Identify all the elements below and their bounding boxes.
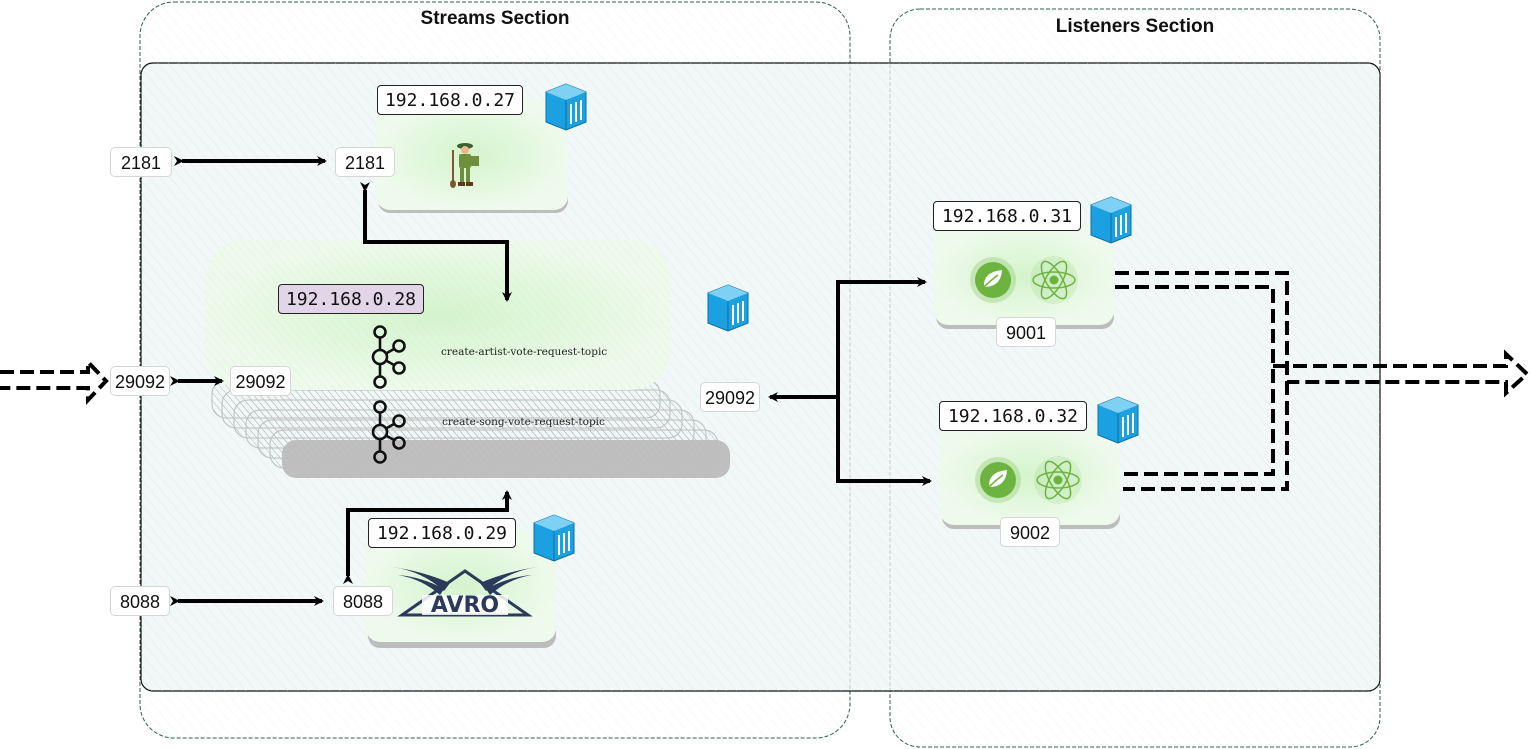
kafka-ip-label: 192.168.0.28 — [278, 284, 424, 314]
kafka-container-port: 29092 — [230, 366, 291, 396]
kafka-host-port: 29092 — [110, 366, 170, 396]
kafka-external-port: 29092 — [700, 382, 760, 412]
atom-icon — [1030, 256, 1078, 304]
zookeeper-host-port: 2181 — [110, 147, 172, 177]
listener-card-2 — [940, 425, 1120, 529]
container-icon — [545, 83, 587, 131]
spring-icon — [970, 257, 1016, 303]
avro-logo-text: AVRO — [431, 593, 499, 618]
spring-icon — [975, 457, 1021, 503]
atom-icon — [1034, 456, 1082, 504]
listener-2-ip-label: 192.168.0.32 — [939, 401, 1087, 431]
schema-registry-container-port: 8088 — [333, 586, 393, 616]
container-icon — [707, 284, 749, 332]
kafka-topic-icon — [371, 325, 406, 389]
schema-registry-host-port: 8088 — [110, 586, 170, 616]
zookeeper-ip-label: 192.168.0.27 — [377, 85, 523, 115]
container-icon — [1090, 196, 1132, 244]
inbound-flow-arrow — [0, 356, 109, 406]
outbound-flow-arrow — [1115, 271, 1530, 491]
kafka-topic-song: create-song-vote-request-topic — [442, 416, 605, 428]
container-icon — [1097, 396, 1139, 444]
schema-registry-ip-label: 192.168.0.29 — [368, 518, 516, 548]
streams-section-title: Streams Section — [420, 8, 570, 29]
kafka-topic-icon — [371, 400, 406, 464]
listeners-section-title: Listeners Section — [1055, 16, 1215, 37]
listener-1-port: 9001 — [996, 317, 1056, 347]
listener-card-1 — [934, 225, 1114, 329]
listener-2-port: 9002 — [1000, 517, 1060, 547]
kafka-topic-artist: create-artist-vote-request-topic — [441, 346, 608, 358]
listener-1-ip-label: 192.168.0.31 — [933, 201, 1081, 231]
kafka-broker-stack — [205, 240, 730, 478]
container-icon — [533, 514, 575, 562]
zookeeper-container-port: 2181 — [335, 147, 395, 177]
connectors — [170, 156, 932, 606]
